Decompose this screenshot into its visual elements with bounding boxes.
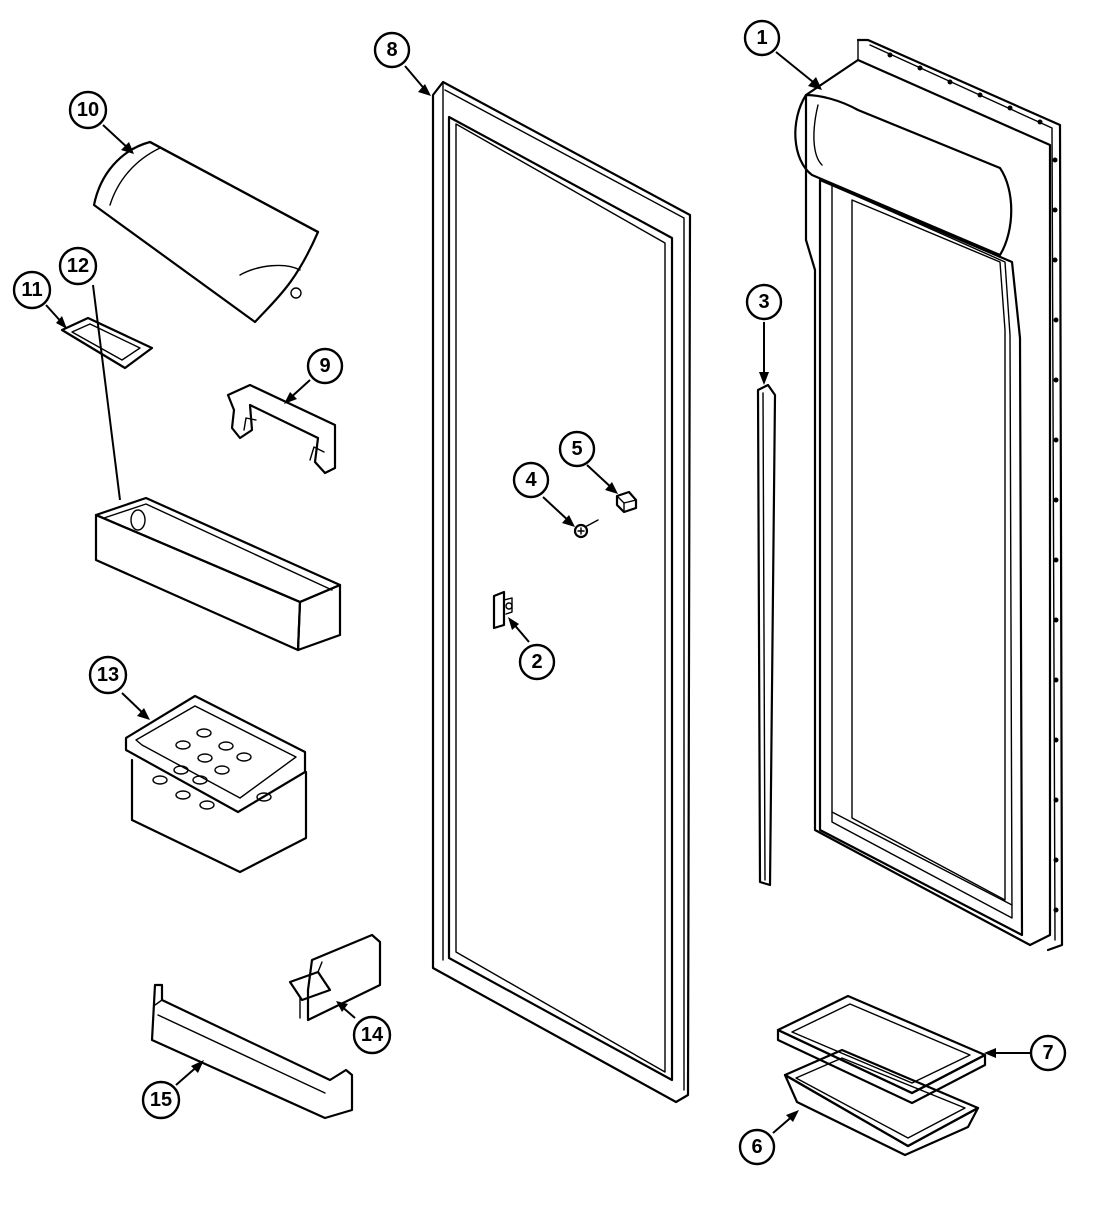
callout-12-label: 12 (67, 255, 89, 277)
crisper-lid (776, 994, 987, 1105)
callout-8-label: 8 (386, 39, 397, 61)
callout-2: 2 (518, 643, 556, 681)
callout-7: 7 (1029, 1034, 1067, 1072)
cap-plug (615, 490, 638, 514)
crisper-pan (783, 1048, 980, 1157)
callout-1: 1 (743, 19, 781, 57)
leader-lines (45, 51, 1030, 1134)
callout-5-label: 5 (571, 438, 582, 460)
egg-bin (124, 694, 308, 874)
callout-14: 14 (352, 1015, 392, 1055)
callout-11: 11 (12, 270, 52, 310)
callout-10-label: 10 (77, 99, 99, 121)
callout-4: 4 (512, 461, 550, 499)
door-gasket (431, 80, 692, 1104)
shelf-bracket (226, 383, 337, 475)
callout-13-label: 13 (97, 664, 119, 686)
screw (573, 519, 599, 539)
small-tray (60, 316, 154, 370)
callout-10: 10 (68, 90, 108, 130)
door-clip (492, 590, 513, 630)
door-bin (94, 496, 342, 652)
callout-12: 12 (58, 246, 98, 286)
callout-5: 5 (558, 430, 596, 468)
callout-11-label: 11 (21, 279, 42, 301)
callout-9: 9 (306, 347, 344, 385)
callout-2-label: 2 (531, 651, 542, 673)
dairy-door (92, 140, 320, 324)
bin-divider (288, 933, 382, 1022)
callout-4-label: 4 (525, 469, 537, 491)
callout-3-label: 3 (758, 291, 769, 313)
callout-9-label: 9 (319, 355, 330, 377)
callout-3: 3 (745, 283, 783, 321)
trim-strip (756, 383, 777, 887)
callout-6: 6 (738, 1128, 776, 1166)
callout-15: 15 (141, 1080, 181, 1120)
callout-13: 13 (88, 655, 128, 695)
bin-front (150, 983, 354, 1120)
callout-8: 8 (373, 31, 411, 69)
callout-15-label: 15 (150, 1089, 172, 1111)
callout-14-label: 14 (361, 1024, 384, 1046)
callout-7-label: 7 (1042, 1042, 1053, 1064)
callout-6-label: 6 (751, 1136, 762, 1158)
door-liner (794, 38, 1064, 952)
callout-1-label: 1 (756, 27, 767, 49)
